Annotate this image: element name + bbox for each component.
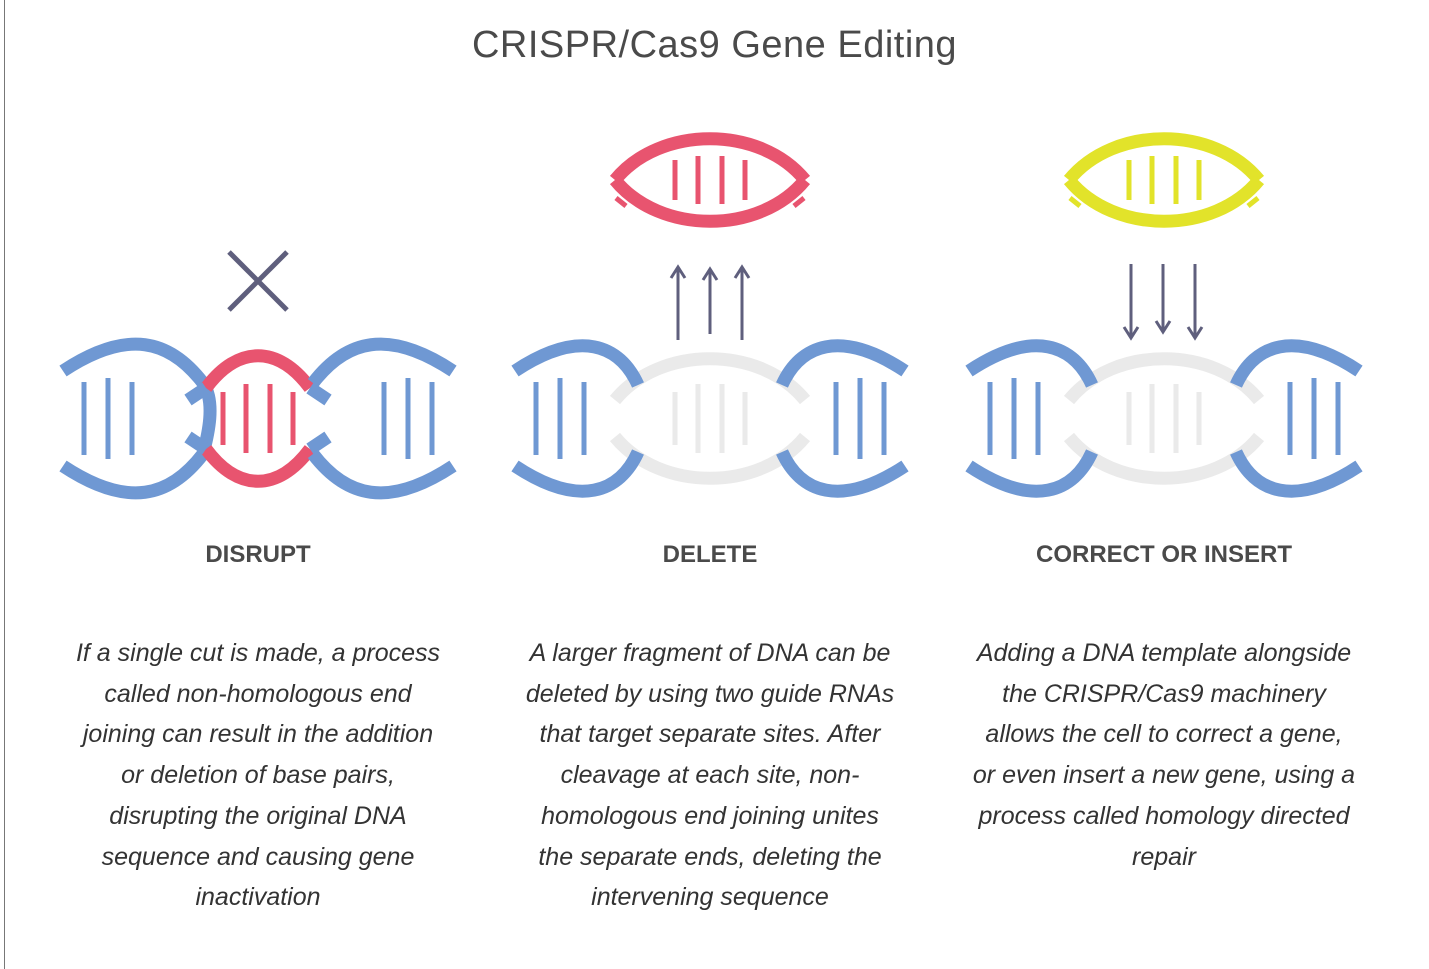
fragment-end: [792, 196, 806, 208]
panel-disrupt: DISRUPT If a single cut is made, a proce…: [58, 0, 458, 969]
dna-delete-diagram: [511, 132, 909, 498]
dna-strand-right: [1230, 449, 1363, 498]
dna-strand-right: [776, 339, 909, 388]
description-delete: A larger fragment of DNA can be deleted …: [510, 633, 910, 918]
description-line: deleted by using two guide RNAs: [525, 679, 895, 708]
description-line: the CRISPR/Cas9 machinery: [1002, 679, 1326, 708]
description-line: allows the cell to correct a gene,: [985, 720, 1343, 749]
dna-strand-left: [59, 449, 209, 500]
template-strand: [1063, 132, 1265, 185]
dna-strand-left: [59, 337, 209, 388]
dna-disrupt-diagram: [59, 250, 457, 500]
dna-strand-join: [306, 382, 332, 406]
page-title: CRISPR/Cas9 Gene Editing: [471, 24, 958, 66]
dna-strand-right: [307, 337, 457, 388]
dna-strand-right: [776, 449, 909, 498]
heading-correct-or-insert: CORRECT OR INSERT: [1035, 541, 1292, 568]
dna-strand-left: [511, 449, 644, 498]
description-line: that target separate sites. After: [539, 720, 881, 749]
description-disrupt: If a single cut is made, a process calle…: [58, 633, 458, 918]
description-line: sequence and causing gene: [101, 842, 415, 871]
cross-icon: [227, 250, 289, 312]
description-line: the separate ends, deleting the: [538, 842, 882, 871]
template-strand: [1063, 175, 1265, 228]
dna-strand-join: [306, 431, 332, 455]
heading-disrupt: DISRUPT: [205, 541, 311, 568]
template-end: [1068, 196, 1082, 208]
dna-strand-left: [965, 449, 1098, 498]
dna-strand-cut: [200, 349, 316, 392]
dna-strand-removed: [1063, 432, 1265, 485]
description-line: or deletion of base pairs,: [121, 761, 395, 790]
fragment-end: [614, 196, 628, 208]
heading-delete: DELETE: [662, 541, 758, 568]
description-line: intervening sequence: [591, 883, 829, 912]
description-correct-or-insert: Adding a DNA template alongside the CRIS…: [964, 633, 1364, 877]
description-line: A larger fragment of DNA can be: [529, 639, 891, 667]
dna-strand-left: [965, 339, 1098, 388]
up-arrows-icon: [669, 264, 751, 340]
description-line: or even insert a new gene, using a: [972, 761, 1356, 790]
description-line: cleavage at each site, non-: [560, 761, 860, 790]
dna-strand-join: [184, 382, 210, 406]
panel-delete: DELETE A larger fragment of DNA can be d…: [510, 0, 910, 969]
down-arrows-icon: [1122, 264, 1204, 341]
dna-strand-removed: [1063, 352, 1265, 405]
description-line: If a single cut is made, a process: [75, 639, 441, 667]
dna-strand-right: [1230, 339, 1363, 388]
dna-strand-removed: [609, 352, 811, 405]
dna-strand-join: [184, 431, 210, 455]
dna-strand-right: [307, 449, 457, 500]
description-line: inactivation: [195, 883, 321, 912]
description-line: Adding a DNA template alongside: [976, 639, 1352, 667]
description-line: homologous end joining unites: [541, 801, 879, 830]
dna-strand-left: [511, 339, 644, 388]
panel-correct-or-insert: CORRECT OR INSERT Adding a DNA template …: [964, 0, 1364, 969]
description-line: repair: [1132, 842, 1196, 871]
description-line: process called homology directed: [978, 801, 1350, 830]
frame-border: [4, 0, 5, 969]
fragment-strand: [609, 132, 811, 185]
dna-strand-cut: [200, 445, 316, 488]
description-line: called non-homologous end: [104, 679, 412, 708]
dna-insert-diagram: [965, 132, 1363, 498]
dna-strand-removed: [609, 432, 811, 485]
description-line: joining can result in the addition: [82, 720, 434, 749]
fragment-strand: [609, 175, 811, 228]
description-line: disrupting the original DNA: [109, 801, 407, 830]
template-end: [1246, 196, 1260, 208]
